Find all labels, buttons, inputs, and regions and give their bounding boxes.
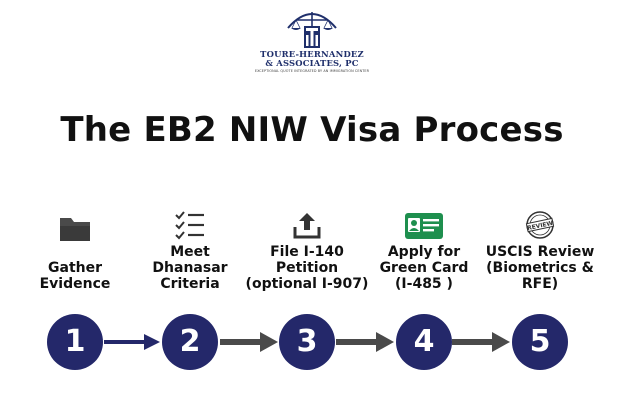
review-stamp-icon: REVIEW	[523, 210, 557, 244]
step-label: File I-140 Petition (optional I-907)	[245, 244, 369, 292]
checklist-icon	[174, 210, 206, 244]
arrow-3-to-4	[336, 332, 394, 352]
id-card-icon	[404, 212, 444, 244]
step-number-5: 5	[512, 314, 568, 370]
step-label: Gather Evidence	[39, 260, 111, 292]
arrow-4-to-5	[452, 332, 510, 352]
upload-icon	[292, 210, 322, 244]
logo-name-line-2: & ASSOCIATES, PC	[265, 58, 359, 68]
step-label: Meet Dhanasar Criteria	[152, 244, 228, 292]
arrow-1-to-2	[104, 334, 160, 350]
step-label: USCIS Review (Biometrics & RFE)	[485, 244, 595, 292]
logo-tagline: EXCEPTIONAL QUOTE INTEGRATED BY AN IMMIG…	[254, 69, 370, 73]
folder-icon	[58, 214, 92, 248]
logo-name-line-1: TOURE-HERNANDEZ	[260, 49, 364, 59]
company-logo: TOURE-HERNANDEZ & ASSOCIATES, PC EXCEPTI…	[240, 6, 384, 76]
step-number-1: 1	[47, 314, 103, 370]
scales-of-justice-icon	[287, 12, 337, 48]
step-number-4: 4	[396, 314, 452, 370]
step-label: Apply for Green Card (I-485 )	[379, 244, 469, 292]
page-title: The EB2 NIW Visa Process	[60, 110, 564, 150]
step-number-2: 2	[162, 314, 218, 370]
step-number-3: 3	[279, 314, 335, 370]
arrow-2-to-3	[220, 332, 278, 352]
